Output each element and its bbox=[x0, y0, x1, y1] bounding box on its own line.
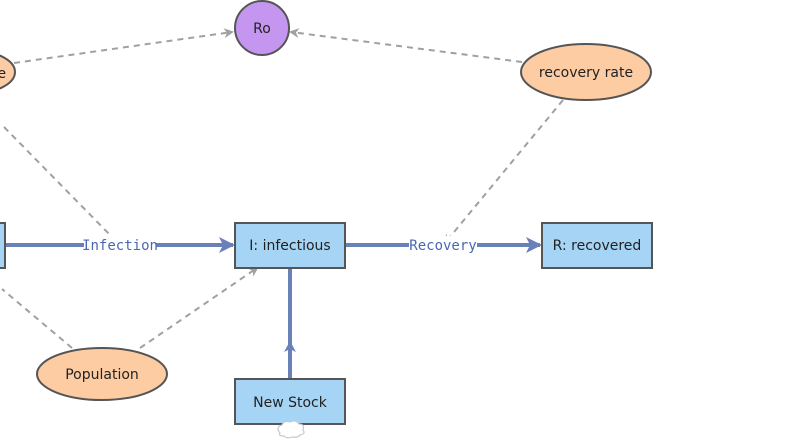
population-label: Population bbox=[65, 367, 139, 383]
infectious-label: I: infectious bbox=[249, 238, 330, 254]
link-population-to-infectious[interactable] bbox=[139, 266, 259, 349]
population-node[interactable] bbox=[36, 347, 168, 401]
flow-infection-label-bg bbox=[84, 236, 156, 254]
infection-rate-node[interactable] bbox=[0, 50, 16, 94]
new-stock-label: New Stock bbox=[253, 395, 328, 411]
flow-infection-label[interactable]: Infection bbox=[82, 238, 158, 254]
link-recovery-rate-to-ro[interactable] bbox=[289, 28, 523, 63]
flow-recovery-label-bg bbox=[409, 236, 477, 254]
stock-susceptible-partial[interactable] bbox=[0, 222, 6, 269]
link-infection-rate-to-ro[interactable] bbox=[13, 28, 234, 64]
flow-new-stock-arrowhead bbox=[284, 341, 296, 352]
infection-rate-label: te bbox=[0, 66, 6, 82]
ro-label: Ro bbox=[253, 21, 271, 37]
link-recovery-rate-to-recovery[interactable] bbox=[443, 99, 564, 245]
new-stock[interactable] bbox=[234, 378, 346, 425]
recovered-stock[interactable] bbox=[541, 222, 653, 269]
recovered-label: R: recovered bbox=[553, 238, 642, 254]
ro-node[interactable] bbox=[234, 0, 290, 56]
recovery-rate-node[interactable] bbox=[520, 43, 652, 101]
infectious-stock[interactable] bbox=[234, 222, 346, 269]
cloud-source-icon bbox=[277, 420, 305, 439]
recovery-rate-label: recovery rate bbox=[539, 65, 633, 81]
link-infection-rate-to-infection[interactable] bbox=[3, 126, 116, 241]
link-population-to-infection[interactable] bbox=[1, 288, 73, 349]
flow-recovery-label[interactable]: Recovery bbox=[409, 238, 476, 254]
